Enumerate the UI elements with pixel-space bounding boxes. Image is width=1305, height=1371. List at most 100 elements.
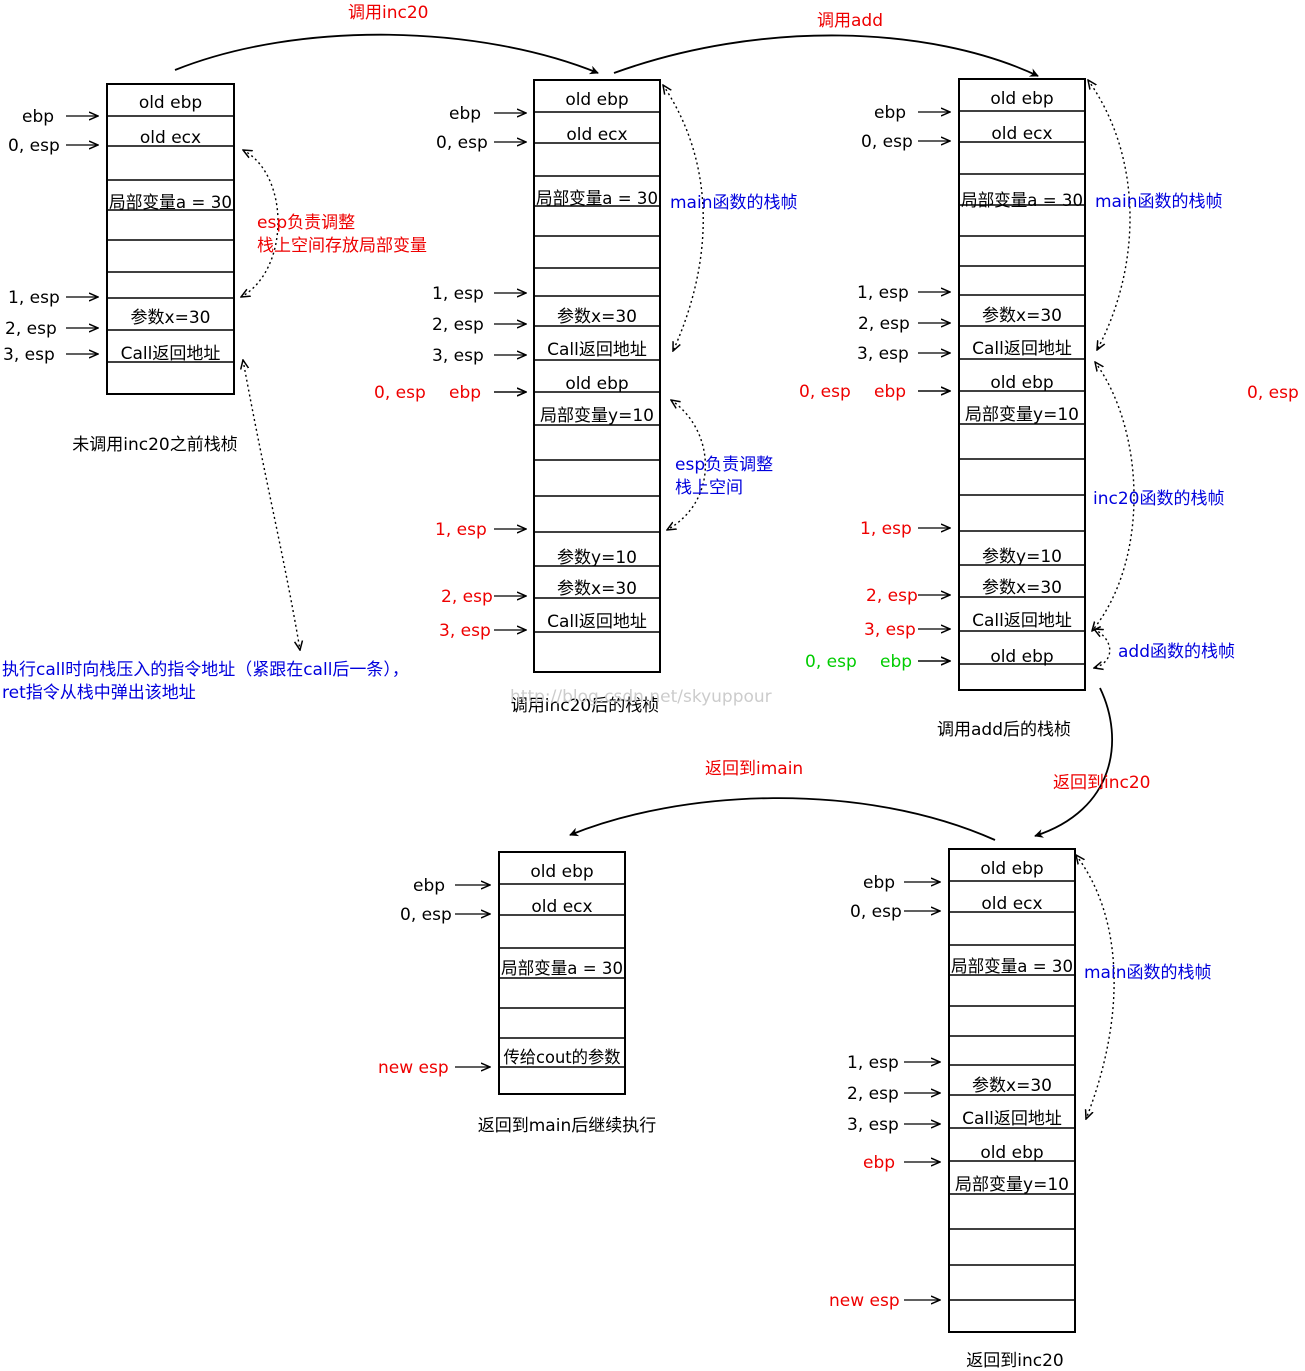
- stack-cell-label: old ecx: [140, 128, 201, 148]
- stack-note: add函数的栈帧: [1118, 642, 1235, 662]
- stack-cell-label: 参数x=30: [131, 308, 211, 328]
- frame-bracket-arrow: [241, 150, 279, 297]
- pointer-label: 3, esp: [439, 621, 491, 641]
- transition-label: 返回到imain: [705, 759, 803, 779]
- transition-arrow: [174, 33, 599, 75]
- pointer-label: 2, esp: [441, 587, 493, 607]
- frame-bracket-arrow: [1076, 855, 1115, 1119]
- frame-bracket-arrow: [667, 400, 707, 530]
- stack-cell-label: 局部变量a = 30: [951, 957, 1073, 977]
- pointer-label: ebp: [874, 103, 906, 123]
- pointer-label: 0, esp: [8, 136, 60, 156]
- stack-cell-label: old ecx: [991, 124, 1052, 144]
- stack-cell-label: 参数y=10: [982, 547, 1062, 567]
- pointer-label: 3, esp: [432, 346, 484, 366]
- stack-note: inc20函数的栈帧: [1093, 489, 1224, 509]
- pointer-label: 3, esp: [3, 345, 55, 365]
- pointer-label: 3, esp: [864, 620, 916, 640]
- pointer-label: 1, esp: [435, 520, 487, 540]
- stack-note: main函数的栈帧: [1084, 963, 1211, 983]
- pointer-label: 2, esp: [847, 1084, 899, 1104]
- pointer-label: 1, esp: [857, 283, 909, 303]
- transition-arrow: [569, 797, 996, 841]
- frame-bracket-arrow: [1088, 80, 1131, 350]
- pointer-label: 0, esp: [799, 382, 851, 402]
- transition-arrow: [613, 34, 1039, 77]
- stack-cell-label: old ebp: [990, 647, 1053, 667]
- stack-cell-label: 参数x=30: [557, 307, 637, 327]
- pointer-label: 3, esp: [857, 344, 909, 364]
- pointer-label: ebp: [880, 652, 912, 672]
- pointer-label: ebp: [449, 104, 481, 124]
- stack-note: 栈上空间存放局部变量: [257, 236, 427, 256]
- frame-bracket-arrow: [663, 85, 704, 351]
- stack-note: main函数的栈帧: [1095, 192, 1222, 212]
- pointer-label: ebp: [874, 382, 906, 402]
- pointer-label: 0, esp: [850, 902, 902, 922]
- stack-cell-label: old ebp: [990, 89, 1053, 109]
- stack-cell-label: old ebp: [980, 859, 1043, 879]
- frame-bracket-arrow: [243, 360, 300, 650]
- stack-caption: 调用add后的栈桢: [937, 720, 1071, 740]
- pointer-label: 0, esp: [374, 383, 426, 403]
- stack-cell-label: old ebp: [990, 373, 1053, 393]
- watermark: http://blog.csdn.net/skyuppour: [510, 687, 772, 707]
- pointer-label: 1, esp: [860, 519, 912, 539]
- stack-box: [106, 83, 235, 395]
- stack-cell-label: Call返回地址: [547, 612, 647, 632]
- pointer-label: ebp: [863, 1153, 895, 1173]
- stack-cell-label: 局部变量a = 30: [501, 959, 623, 979]
- stack-note: esp负责调整: [675, 455, 773, 475]
- pointer-label: 2, esp: [432, 315, 484, 335]
- stack-cell-label: 参数x=30: [982, 306, 1062, 326]
- stack-note: 栈上空间: [675, 478, 743, 498]
- pointer-label: new esp: [378, 1058, 449, 1078]
- stack-cell-label: old ebp: [530, 862, 593, 882]
- pointer-label: 0, esp: [436, 133, 488, 153]
- stack-cell-label: 局部变量y=10: [955, 1175, 1069, 1195]
- stack-cell-label: old ebp: [139, 93, 202, 113]
- pointer-label: ebp: [22, 107, 54, 127]
- transition-label: 调用inc20: [348, 3, 428, 23]
- pointer-label: 1, esp: [432, 284, 484, 304]
- stack-cell-label: old ecx: [566, 125, 627, 145]
- pointer-label: 2, esp: [5, 319, 57, 339]
- frame-bracket-arrow: [1094, 629, 1111, 668]
- transition-arrow: [1034, 687, 1113, 838]
- transition-label: 调用add: [817, 11, 883, 31]
- stack-cell-label: Call返回地址: [547, 340, 647, 360]
- stack-cell-label: 参数y=10: [557, 548, 637, 568]
- transition-label: 返回到inc20: [1053, 773, 1150, 793]
- stack-cell-label: old ecx: [981, 894, 1042, 914]
- pointer-label: 2, esp: [858, 314, 910, 334]
- stack-cell-label: Call返回地址: [972, 339, 1072, 359]
- pointer-label: new esp: [829, 1291, 900, 1311]
- stack-cell-label: 传给cout的参数: [504, 1048, 621, 1068]
- stack-note: 0, esp: [1247, 383, 1299, 403]
- stack-cell-label: Call返回地址: [121, 344, 221, 364]
- stack-caption: 返回到main后继续执行: [478, 1116, 656, 1136]
- stack-caption: 调用inc20后的栈桢: [511, 696, 659, 716]
- pointer-label: 0, esp: [861, 132, 913, 152]
- stack-cell-label: Call返回地址: [962, 1109, 1062, 1129]
- stack-note: main函数的栈帧: [670, 193, 797, 213]
- stack-cell-label: old ecx: [531, 897, 592, 917]
- stack-cell-label: 局部变量y=10: [965, 405, 1079, 425]
- stack-cell-label: old ebp: [565, 90, 628, 110]
- frame-bracket-arrow: [1092, 362, 1135, 631]
- pointer-label: 3, esp: [847, 1115, 899, 1135]
- stack-box: [958, 78, 1086, 691]
- call-note: ret指令从栈中弹出该地址: [2, 683, 196, 703]
- pointer-label: 0, esp: [400, 905, 452, 925]
- pointer-label: ebp: [449, 383, 481, 403]
- stack-caption: 返回到inc20: [966, 1351, 1063, 1371]
- stack-box: [948, 848, 1076, 1333]
- stack-caption: 未调用inc20之前栈桢: [72, 435, 237, 455]
- stack-cell-label: 参数x=30: [972, 1076, 1052, 1096]
